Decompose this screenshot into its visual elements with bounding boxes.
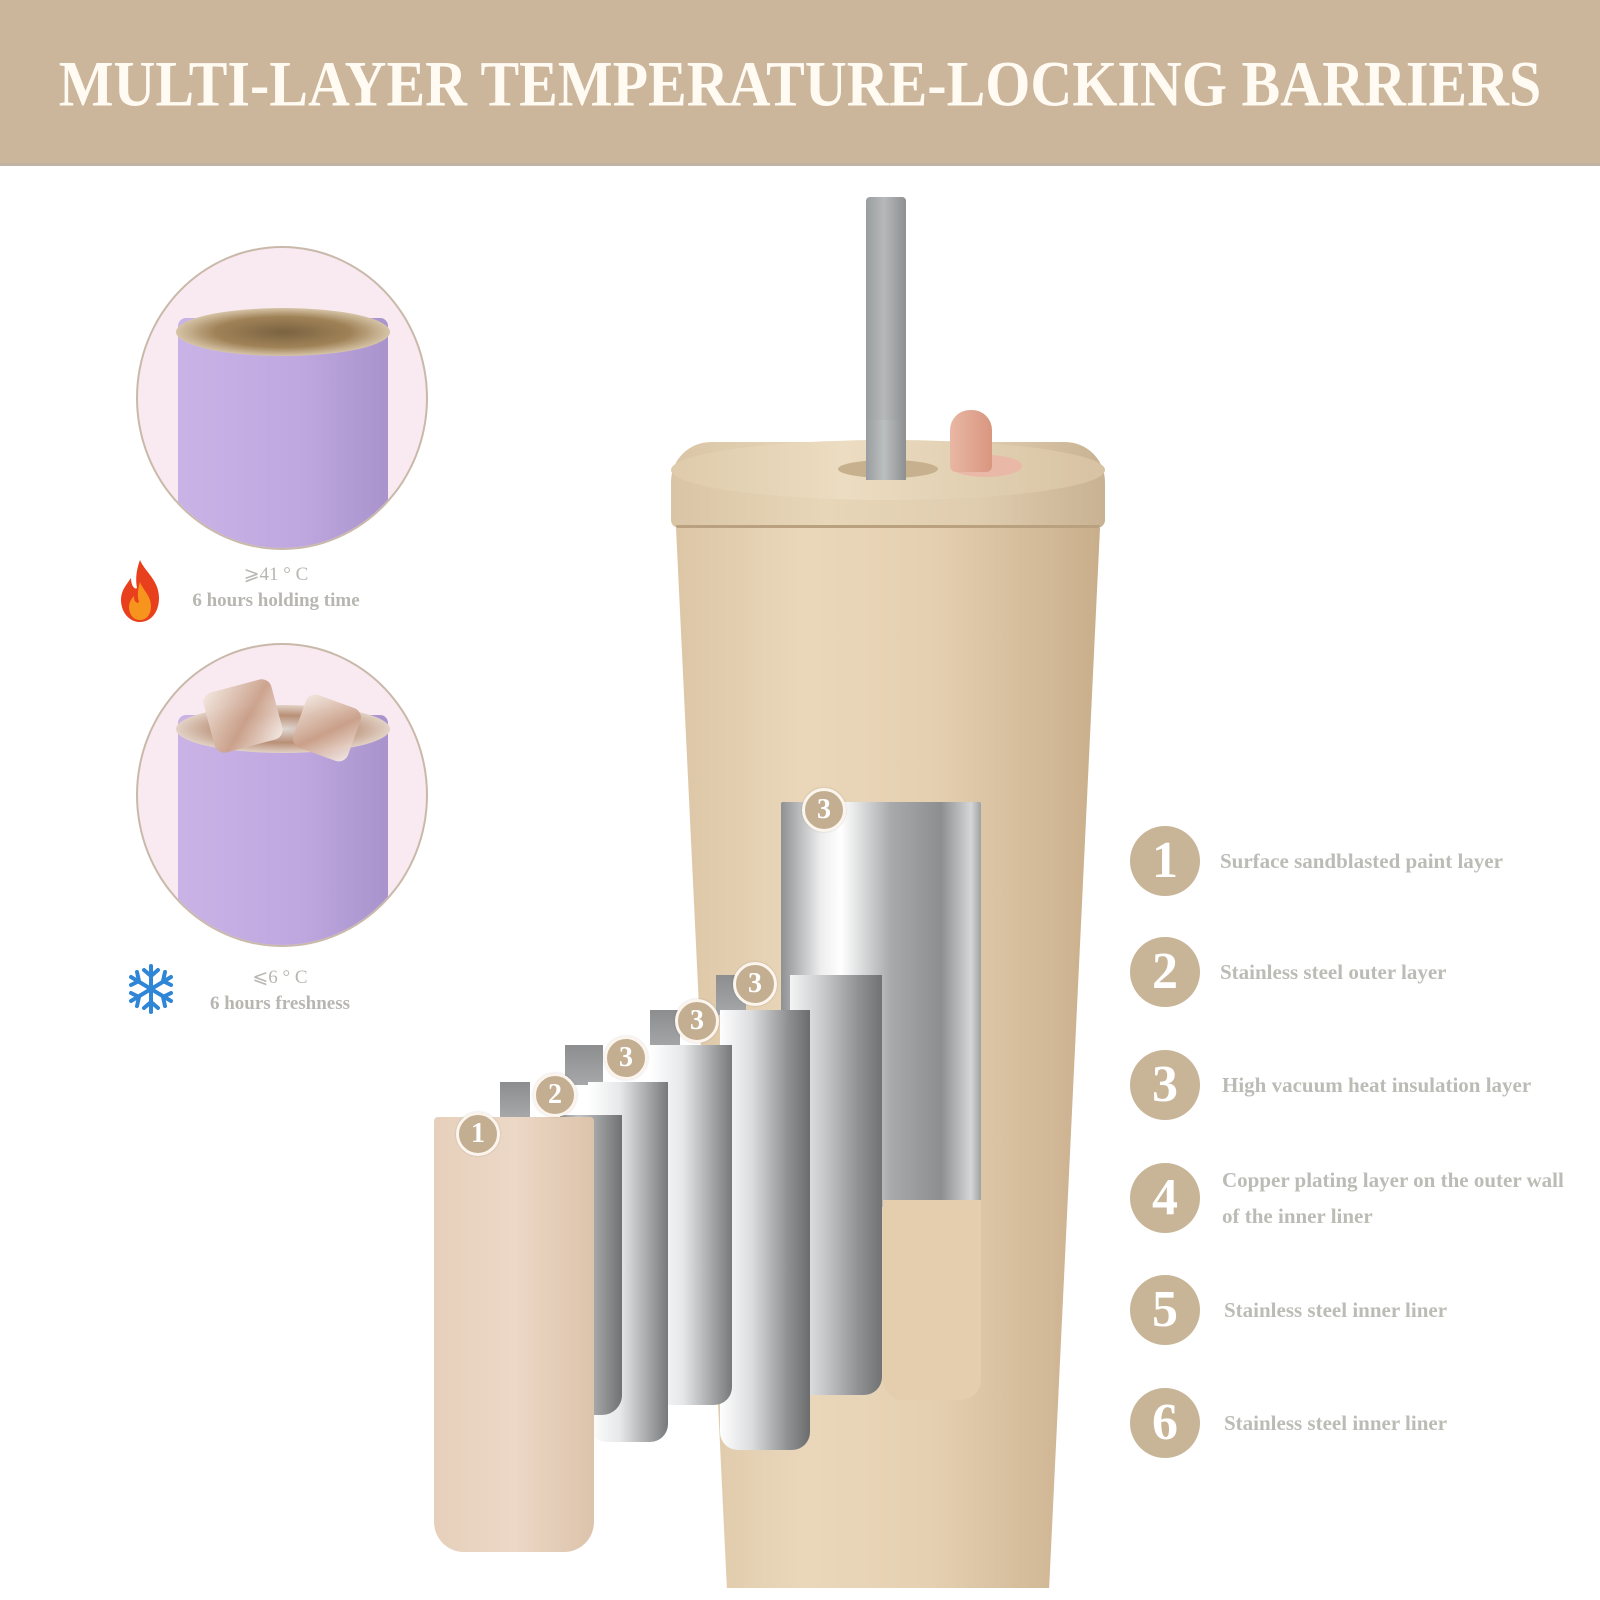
legend-number-badge: 5 — [1130, 1275, 1200, 1345]
legend-label: Surface sandblasted paint layer — [1220, 849, 1503, 873]
hot-temperature: ⩾41 ° C — [243, 564, 309, 585]
legend-label: High vacuum heat insulation layer — [1222, 1073, 1532, 1097]
legend-label: Stainless steel inner liner — [1224, 1411, 1448, 1435]
layer-badge: 3 — [733, 962, 777, 1006]
layer-badge: 3 — [802, 788, 846, 832]
legend-number-badge: 1 — [1130, 826, 1200, 896]
fire-icon — [121, 560, 159, 622]
hot-duration: 6 hours holding time — [192, 590, 360, 611]
cold-duration: 6 hours freshness — [209, 993, 351, 1014]
layer-vacuum-3 — [720, 1010, 810, 1450]
layer-tab — [500, 1082, 530, 1118]
snowflake-icon — [129, 964, 173, 1014]
layer-badge: 1 — [456, 1112, 500, 1156]
legend-number-badge: 3 — [1130, 1050, 1200, 1120]
layer-badge: 3 — [604, 1036, 648, 1080]
cup-body — [178, 715, 388, 945]
legend-number-badge: 2 — [1130, 937, 1200, 1007]
layer-badge: 2 — [533, 1073, 577, 1117]
lid-pull-tab — [950, 410, 992, 472]
coffee-surface — [176, 308, 390, 356]
header-banner: MULTI-LAYER TEMPERATURE-LOCKING BARRIERS — [0, 0, 1600, 166]
legend-item: 1 Surface sandblasted paint layer — [1130, 826, 1503, 896]
cutaway-window-bottom — [883, 1200, 981, 1400]
hot-temperature-info: ⩾41 ° C 6 hours holding time — [176, 562, 376, 614]
legend-item: 4 Copper plating layer on the outer wall… — [1130, 1162, 1572, 1234]
legend-item: 6 Stainless steel inner liner — [1130, 1388, 1447, 1458]
layer-paint — [434, 1117, 594, 1552]
legend-label: Stainless steel outer layer — [1220, 960, 1447, 984]
legend-item: 2 Stainless steel outer layer — [1130, 937, 1447, 1007]
cup-body — [178, 318, 388, 548]
legend-label: Stainless steel inner liner — [1224, 1298, 1448, 1322]
cold-drink-image — [136, 643, 428, 947]
legend-label: Copper plating layer on the outer wall o… — [1222, 1168, 1564, 1228]
legend-item: 5 Stainless steel inner liner — [1130, 1275, 1447, 1345]
cold-temperature: ⩽6 ° C — [252, 967, 308, 988]
cold-temperature-info: ⩽6 ° C 6 hours freshness — [180, 965, 380, 1017]
hot-drink-image — [136, 246, 428, 550]
metal-straw-base — [866, 420, 906, 480]
page-title: MULTI-LAYER TEMPERATURE-LOCKING BARRIERS — [58, 47, 1542, 120]
legend-number-badge: 4 — [1130, 1163, 1200, 1233]
layer-tab — [565, 1045, 603, 1085]
lid-seam — [676, 525, 1100, 528]
legend-number-badge: 6 — [1130, 1388, 1200, 1458]
legend-item: 3 High vacuum heat insulation layer — [1130, 1050, 1531, 1120]
layer-badge: 3 — [675, 999, 719, 1043]
